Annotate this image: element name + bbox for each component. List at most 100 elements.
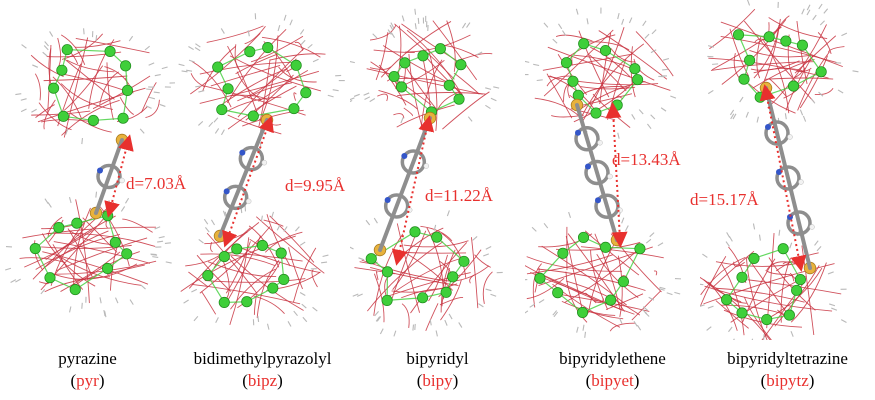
ligand-bond bbox=[261, 35, 279, 117]
hydrogen-bond bbox=[213, 117, 219, 123]
hydrogen-bond bbox=[657, 242, 664, 247]
hydrogen-bond bbox=[621, 18, 625, 25]
metal-atom bbox=[577, 231, 590, 243]
hydrogen-bond bbox=[812, 14, 817, 21]
hydrogen-bond bbox=[444, 319, 448, 326]
metal-atom bbox=[599, 241, 612, 253]
hydrogen-bond bbox=[140, 284, 146, 290]
hydrogen-bond bbox=[222, 210, 226, 217]
hydrogen-bond bbox=[490, 293, 497, 297]
hydrogen-bond bbox=[322, 254, 329, 258]
ligand-name: pyrazine bbox=[58, 349, 117, 368]
ligand-bond bbox=[188, 271, 209, 288]
metal-atom bbox=[121, 248, 133, 260]
hydrogen-bond bbox=[358, 257, 365, 261]
metal-atom bbox=[218, 251, 230, 263]
hydrogen-bond bbox=[327, 94, 334, 98]
ligand-bond bbox=[474, 254, 491, 268]
ligand-bond bbox=[439, 296, 464, 306]
ligand-bond bbox=[38, 102, 72, 131]
metal-atom bbox=[567, 75, 579, 87]
metal-atom bbox=[247, 110, 259, 122]
nitrogen-atom bbox=[585, 163, 591, 170]
ligand-bond bbox=[256, 260, 280, 318]
hydrogen-bond bbox=[814, 240, 819, 246]
hydrogen-bond bbox=[350, 60, 355, 64]
hydrogen-bond bbox=[148, 62, 155, 66]
hydrogen-bond bbox=[220, 129, 225, 136]
hydrogen-bond bbox=[558, 23, 563, 30]
hydrogen-bond bbox=[42, 51, 48, 57]
ligand-bond bbox=[269, 215, 315, 263]
hydrogen-bond bbox=[829, 303, 836, 307]
ligand-bond bbox=[47, 45, 52, 113]
hydrogen-bond bbox=[536, 79, 543, 82]
ligand-bond bbox=[526, 256, 622, 272]
ligand-bond bbox=[555, 34, 593, 42]
ligand-bond bbox=[794, 35, 837, 74]
ligand-bond bbox=[406, 29, 464, 98]
hydrogen-bond bbox=[525, 310, 529, 314]
hydrogen-bond bbox=[728, 326, 733, 333]
hydrogen-bond bbox=[707, 45, 715, 48]
metal-atom bbox=[399, 57, 411, 69]
hydrogen-bond bbox=[802, 115, 807, 122]
hydrogen-bond bbox=[461, 22, 467, 29]
hydrogen-bond bbox=[389, 24, 394, 31]
ligand-bond bbox=[814, 87, 834, 95]
hydrogen-bond bbox=[188, 59, 195, 63]
hydrogen-bond bbox=[552, 38, 558, 44]
hydrogen-bond bbox=[44, 198, 49, 204]
metal-atom bbox=[216, 104, 228, 116]
hydrogen-bond bbox=[553, 311, 559, 318]
ligand-bond bbox=[199, 70, 319, 104]
ligand-bond bbox=[66, 59, 115, 73]
ligand-bond bbox=[230, 94, 268, 101]
distance-arrow bbox=[605, 102, 628, 248]
metal-atom bbox=[736, 307, 748, 319]
hydrogen-bond bbox=[44, 41, 49, 47]
hydrogen-bond bbox=[650, 114, 656, 120]
ligand-bond bbox=[428, 254, 448, 302]
hydrogen-bond bbox=[458, 322, 463, 328]
hydrogen-bond bbox=[670, 95, 677, 99]
hydrogen-bond bbox=[31, 108, 37, 113]
hydrogen-bond bbox=[617, 13, 620, 20]
hydrogen-bond bbox=[552, 310, 558, 316]
hydrogen-bond bbox=[195, 43, 201, 48]
hydrogen-atom bbox=[261, 159, 268, 166]
hydrogen-bond bbox=[21, 44, 27, 49]
hydrogen-bond bbox=[144, 45, 151, 51]
ligand-bond bbox=[712, 250, 755, 288]
hydrogen-bond bbox=[299, 291, 306, 296]
hydrogen-bond bbox=[294, 226, 300, 232]
ligand-bond bbox=[397, 92, 486, 97]
ligand-bond bbox=[401, 23, 465, 66]
metal-atom bbox=[431, 231, 443, 243]
ligand-bond bbox=[392, 230, 427, 290]
ligand-bond bbox=[453, 72, 480, 95]
ligand-bond bbox=[258, 69, 309, 102]
ligand-bond bbox=[708, 57, 829, 79]
hydrogen-bond bbox=[363, 92, 370, 96]
ligand-bond bbox=[610, 47, 636, 63]
ligand-bond bbox=[578, 93, 633, 107]
ligand-bond bbox=[630, 46, 636, 98]
metal-atom bbox=[262, 41, 274, 54]
hydrogen-bond bbox=[725, 241, 730, 247]
ligand-bond bbox=[532, 263, 542, 308]
metal-atom bbox=[787, 80, 800, 92]
hydrogen-bond bbox=[210, 219, 216, 226]
metal-atom bbox=[440, 286, 452, 298]
metal-atom bbox=[101, 262, 114, 274]
metal-atom bbox=[763, 31, 775, 43]
ligand-abbr: bipytz bbox=[766, 371, 809, 390]
hydrogen-bond bbox=[307, 43, 313, 49]
hydrogen-bond bbox=[353, 93, 360, 97]
hydrogen-bond bbox=[827, 271, 834, 275]
hydrogen-bond bbox=[659, 286, 666, 290]
ligand-bond bbox=[542, 53, 633, 71]
hydrogen-bond bbox=[575, 8, 579, 15]
distance-label-bipy: d=11.22Å bbox=[425, 186, 493, 205]
metal-atom bbox=[120, 60, 132, 72]
